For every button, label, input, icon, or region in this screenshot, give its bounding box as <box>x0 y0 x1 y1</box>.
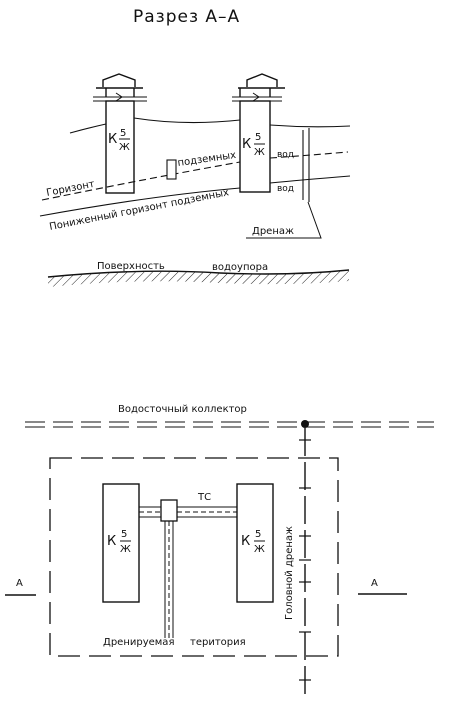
label-drainage: Дренаж <box>252 226 294 237</box>
mark-numerator: 5 <box>255 529 261 540</box>
label-drained-area-right: територия <box>190 637 246 648</box>
heat-network-pipes <box>139 506 237 638</box>
label-drained-area-left: Дренируемая <box>103 637 174 648</box>
label-tc: ТС <box>197 492 211 503</box>
label-collector: Водосточный коллектор <box>118 404 247 415</box>
left-building-section: К 5 Ж <box>93 73 147 194</box>
mark-letter: К <box>107 534 116 549</box>
section-title: Разрез А–А <box>133 7 240 27</box>
drainage-leader <box>246 201 322 239</box>
label-vod-lower: вод <box>277 184 294 194</box>
heat-substation <box>160 499 178 522</box>
section-mark-left: А <box>16 578 23 589</box>
label-groundwater: подземных <box>177 150 237 169</box>
mark-denominator: Ж <box>254 544 265 555</box>
lowered-horizon-line <box>39 175 351 217</box>
right-building-plan <box>236 483 274 603</box>
section-mark-right: А <box>371 578 378 589</box>
mark-letter: К <box>108 132 117 147</box>
drained-area-boundary <box>49 457 339 657</box>
collector-junction <box>301 420 309 428</box>
right-building-section: К 5 Ж <box>232 73 285 193</box>
label-head-drain: Головной дренаж <box>284 526 295 620</box>
left-building-plan <box>102 483 140 603</box>
mark-denominator: Ж <box>120 544 131 555</box>
label-vod-upper: вод <box>277 150 294 160</box>
mark-numerator: 5 <box>120 128 126 139</box>
label-horizon: Горизонт <box>45 179 95 199</box>
mark-denominator: Ж <box>119 142 130 153</box>
label-surface: Поверхность <box>97 261 165 272</box>
groundwater-horizon-line <box>41 151 349 201</box>
ground-surface-line <box>69 117 351 134</box>
head-drain-ticks <box>299 439 311 681</box>
mark-numerator: 5 <box>121 529 127 540</box>
mark-letter: К <box>242 137 251 152</box>
mark-letter: К <box>241 534 250 549</box>
mark-numerator: 5 <box>255 132 261 143</box>
storm-collector <box>25 421 434 428</box>
aquiclude-hatch <box>48 270 349 287</box>
label-aquiclude: водоупора <box>212 262 268 273</box>
drain-pipe-marker <box>166 159 177 180</box>
mark-denominator: Ж <box>254 147 265 158</box>
